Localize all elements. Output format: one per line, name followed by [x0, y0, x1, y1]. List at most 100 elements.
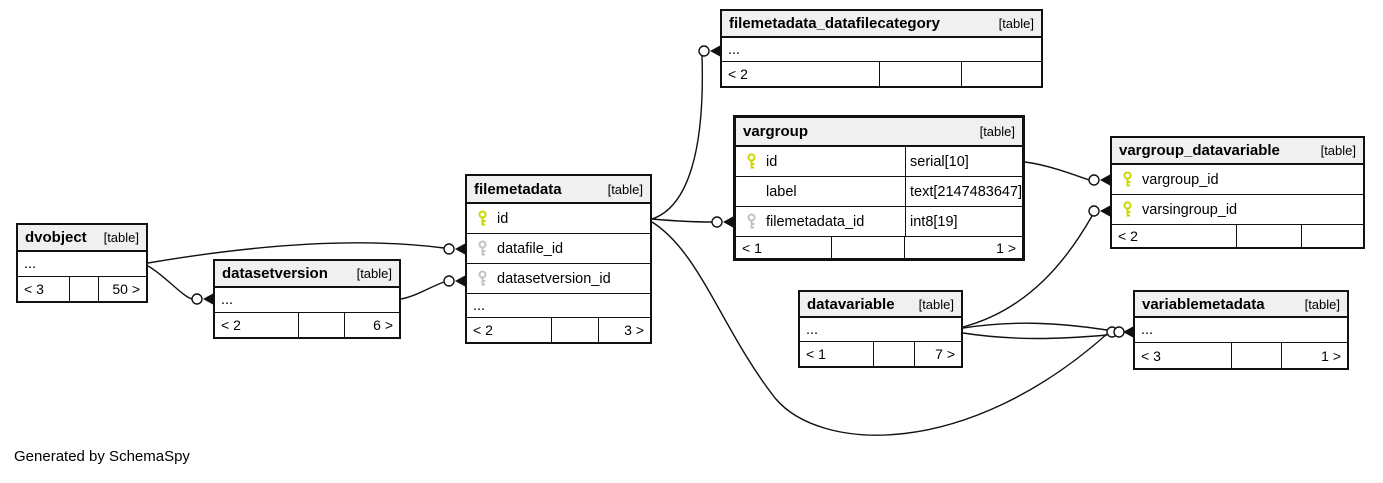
column-row[interactable]: filemetadata_id int8[19]: [736, 207, 1022, 237]
column-row[interactable]: datafile_id: [467, 234, 650, 264]
footer-cell: [880, 62, 962, 86]
edge-filemetadata-filemetadata-datafilecategory: [651, 55, 704, 220]
table-dvobject[interactable]: dvobject [table] ... < 3 50 >: [16, 223, 148, 303]
parent-count-cell: [962, 62, 1041, 86]
fk-count-cell: < 3: [18, 277, 70, 301]
table-header: vargroup_datavariable [table]: [1112, 138, 1363, 165]
hidden-columns-row: ...: [722, 38, 1041, 62]
table-footer: < 2 6 >: [215, 313, 399, 337]
column-name: datafile_id: [497, 240, 564, 257]
edge-datavariable-variablemetadata-2: [962, 332, 1108, 340]
table-datasetversion[interactable]: datasetversion [table] ... < 2 6 >: [213, 259, 401, 339]
column-type: text[2147483647]: [905, 177, 1022, 206]
edge-datasetversion-filemetadata-datasetversion: [400, 281, 445, 300]
hidden-columns-row: ...: [1135, 318, 1347, 343]
parent-count-cell: 1 >: [996, 239, 1016, 256]
fk-count-cell: < 2: [467, 318, 552, 342]
table-tag: [table]: [103, 230, 139, 245]
table-footer: < 1 7 >: [800, 342, 961, 366]
table-filemetadata[interactable]: filemetadata [table] id datafile_id data…: [465, 174, 652, 344]
hidden-columns-row: ...: [215, 288, 399, 313]
primary-key-icon: [477, 210, 488, 227]
foreign-key-icon: [477, 240, 488, 257]
table-footer: < 2: [1112, 225, 1363, 247]
table-name[interactable]: filemetadata_datafilecategory: [729, 15, 940, 32]
fk-count-cell: < 1: [736, 237, 832, 258]
table-header: variablemetadata [table]: [1135, 292, 1347, 318]
parent-count-cell: 1 >: [1321, 347, 1341, 364]
table-header: dvobject [table]: [18, 225, 146, 252]
foreign-key-icon: [477, 270, 488, 287]
column-row[interactable]: id serial[10]: [736, 147, 1022, 177]
column-row[interactable]: varsingroup_id: [1112, 195, 1363, 225]
primary-key-icon: [1122, 201, 1133, 218]
table-footer: < 2 3 >: [467, 318, 650, 342]
parent-count-cell: 50 >: [112, 281, 140, 297]
table-filemetadata-datafilecategory[interactable]: filemetadata_datafilecategory [table] ..…: [720, 9, 1043, 88]
column-name: id: [766, 153, 778, 170]
table-tag: [table]: [918, 296, 954, 312]
table-tag: [table]: [356, 266, 392, 281]
table-header: datavariable [table]: [800, 292, 961, 318]
edge-vargroup-vargroup-datavariable: [1024, 161, 1090, 181]
column-row[interactable]: label text[2147483647]: [736, 177, 1022, 207]
primary-key-icon: [746, 153, 757, 170]
footer-cell: [1237, 225, 1302, 247]
table-name[interactable]: vargroup_datavariable: [1119, 142, 1280, 159]
table-datavariable[interactable]: datavariable [table] ... < 1 7 >: [798, 290, 963, 368]
table-tag: [table]: [1304, 296, 1340, 312]
table-footer: < 3 1 >: [1135, 343, 1347, 368]
column-name: vargroup_id: [1142, 171, 1219, 188]
table-tag: [table]: [998, 16, 1034, 31]
table-footer: < 2: [722, 62, 1041, 86]
column-name: id: [497, 210, 509, 227]
edge-dvobject-datasetversion: [147, 265, 193, 300]
table-header: filemetadata_datafilecategory [table]: [722, 11, 1041, 38]
generated-by-note: Generated by SchemaSpy: [14, 448, 190, 465]
table-header: datasetversion [table]: [215, 261, 399, 288]
footer-cell: [874, 342, 915, 366]
table-name[interactable]: variablemetadata: [1142, 295, 1265, 313]
table-name[interactable]: datasetversion: [222, 265, 328, 282]
table-vargroup-datavariable[interactable]: vargroup_datavariable [table] vargroup_i…: [1110, 136, 1365, 249]
edge-dvobject-filemetadata-datafile: [147, 242, 445, 264]
edge-filemetadata-variablemetadata: [651, 221, 1108, 436]
footer-cell: [299, 313, 345, 337]
column-row[interactable]: vargroup_id: [1112, 165, 1363, 195]
table-header: filemetadata [table]: [467, 176, 650, 204]
column-type: serial[10]: [905, 147, 1022, 176]
table-tag: [table]: [607, 181, 643, 197]
primary-key-icon: [1122, 171, 1133, 188]
fk-count-cell: < 2: [1112, 225, 1237, 247]
table-variablemetadata[interactable]: variablemetadata [table] ... < 3 1 >: [1133, 290, 1349, 370]
fk-count-cell: < 3: [1135, 343, 1232, 368]
edge-filemetadata-vargroup: [651, 218, 713, 223]
column-name: label: [766, 183, 797, 200]
column-row[interactable]: id: [467, 204, 650, 234]
table-vargroup[interactable]: vargroup [table] id serial[10] label tex…: [733, 115, 1025, 261]
footer-cell: [552, 318, 599, 342]
column-row[interactable]: datasetversion_id: [467, 264, 650, 294]
table-name[interactable]: filemetadata: [474, 180, 562, 198]
footer-cell: [1232, 343, 1282, 368]
table-name[interactable]: dvobject: [25, 229, 87, 246]
footer-cell: [832, 237, 905, 258]
footer-cell: [70, 277, 99, 301]
column-name: datasetversion_id: [497, 270, 611, 287]
column-name: varsingroup_id: [1142, 201, 1238, 218]
table-tag: [table]: [979, 124, 1015, 139]
parent-count-cell: 3 >: [624, 322, 644, 338]
table-tag: [table]: [1320, 143, 1356, 158]
edge-datavariable-vargroup-datavariable: [962, 215, 1093, 328]
hidden-columns-row: ...: [800, 318, 961, 342]
connector-arrows: [203, 45, 1133, 338]
table-name[interactable]: datavariable: [807, 295, 895, 313]
table-name[interactable]: vargroup: [743, 123, 809, 140]
parent-count-cell: 6 >: [373, 317, 393, 333]
column-name: filemetadata_id: [766, 213, 865, 230]
hidden-columns-row: ...: [467, 294, 650, 318]
table-footer: < 1 1 >: [736, 237, 1022, 258]
table-header: vargroup [table]: [736, 118, 1022, 147]
